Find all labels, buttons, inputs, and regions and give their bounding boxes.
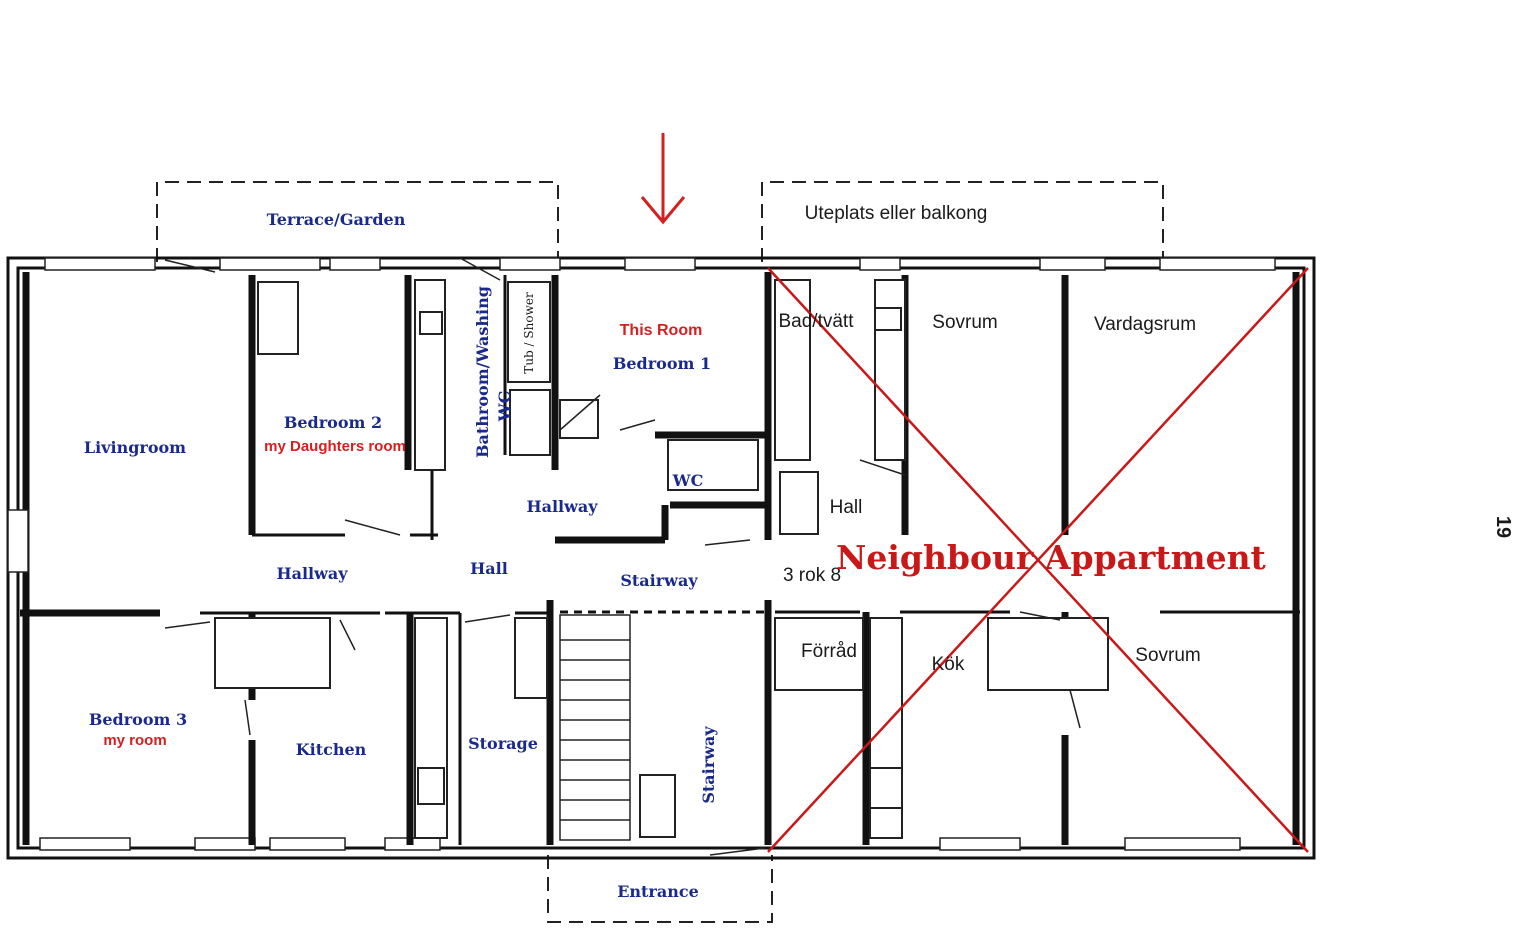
this-room-label: This Room xyxy=(620,322,703,339)
bad-tvatt-label: Bad/tvätt xyxy=(779,311,855,332)
kitchen-label: Kitchen xyxy=(296,740,367,759)
bedroom3-note: my room xyxy=(103,732,166,749)
neighbour-hall-label: Hall xyxy=(830,497,863,518)
bathroom-label: Bathroom/Washing xyxy=(473,286,492,458)
entrance-label: Entrance xyxy=(617,882,699,901)
stairway-side-label: Stairway xyxy=(699,726,718,804)
stairway-top-label: Stairway xyxy=(620,571,698,590)
storage-label: Storage xyxy=(468,734,538,753)
fixtures xyxy=(214,279,1109,839)
bedroom2-label: Bedroom 2 xyxy=(284,413,382,432)
bedroom2-note: my Daughters room xyxy=(264,438,406,455)
neighbour-banner: Neighbour Appartment xyxy=(836,538,1266,577)
kok-label: Kök xyxy=(932,654,965,675)
hall-label: Hall xyxy=(470,559,508,578)
sovrum-top-label: Sovrum xyxy=(932,312,997,333)
hallway-center-label: Hallway xyxy=(526,497,598,516)
terrace-label: Terrace/Garden xyxy=(267,210,406,229)
vardagsrum-label: Vardagsrum xyxy=(1094,314,1196,335)
balcony-label: Uteplats eller balkong xyxy=(805,203,988,224)
bedroom1-label: Bedroom 1 xyxy=(613,354,711,373)
livingroom-label: Livingroom xyxy=(84,438,186,457)
wc-label: WC xyxy=(672,471,704,490)
forrad-label: Förråd xyxy=(801,641,857,662)
bedroom3-label: Bedroom 3 xyxy=(89,710,187,729)
tub-shower-label: Tub / Shower xyxy=(522,292,536,374)
hallway-left-label: Hallway xyxy=(276,564,348,583)
entrance-outline xyxy=(547,855,773,923)
bathroom-wc-label: WC xyxy=(495,391,514,423)
rok-label: 3 rok 8 xyxy=(783,565,841,586)
sovrum-bottom-label: Sovrum xyxy=(1135,645,1200,666)
page-number: 19 xyxy=(1492,516,1514,538)
stair-treads xyxy=(559,614,676,841)
arrow-down-icon xyxy=(640,133,686,225)
cross-out-icon xyxy=(767,267,1309,853)
windows xyxy=(7,257,1276,851)
door-swings xyxy=(164,257,1081,856)
